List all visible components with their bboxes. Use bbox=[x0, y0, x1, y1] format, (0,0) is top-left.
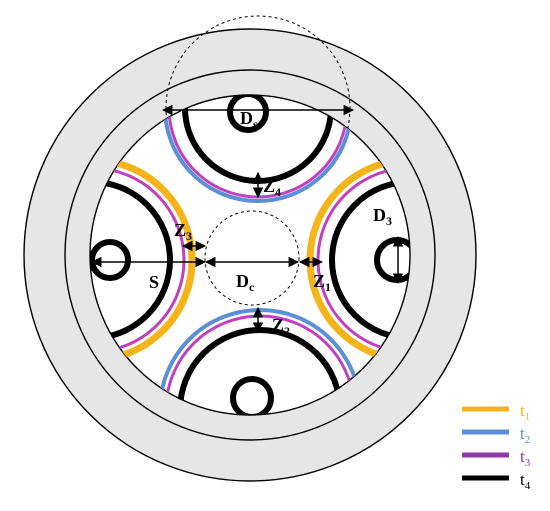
legend: t1 t2 t3 t4 bbox=[462, 401, 531, 492]
label-z4: Z4 bbox=[263, 176, 281, 199]
legend-label-t2: t2 bbox=[520, 424, 530, 446]
label-z3: Z3 bbox=[174, 220, 192, 243]
core-field bbox=[89, 94, 411, 416]
label-d3: D3 bbox=[373, 205, 392, 228]
label-z1: Z1 bbox=[313, 271, 331, 294]
legend-label-t4: t4 bbox=[520, 470, 531, 492]
legend-label-t3: t3 bbox=[520, 447, 531, 469]
legend-label-t1: t1 bbox=[520, 401, 530, 423]
label-z2: Z2 bbox=[272, 315, 290, 338]
label-s: S bbox=[149, 272, 159, 292]
label-ds: Ds bbox=[240, 108, 258, 131]
label-dc: Dc bbox=[236, 271, 255, 294]
